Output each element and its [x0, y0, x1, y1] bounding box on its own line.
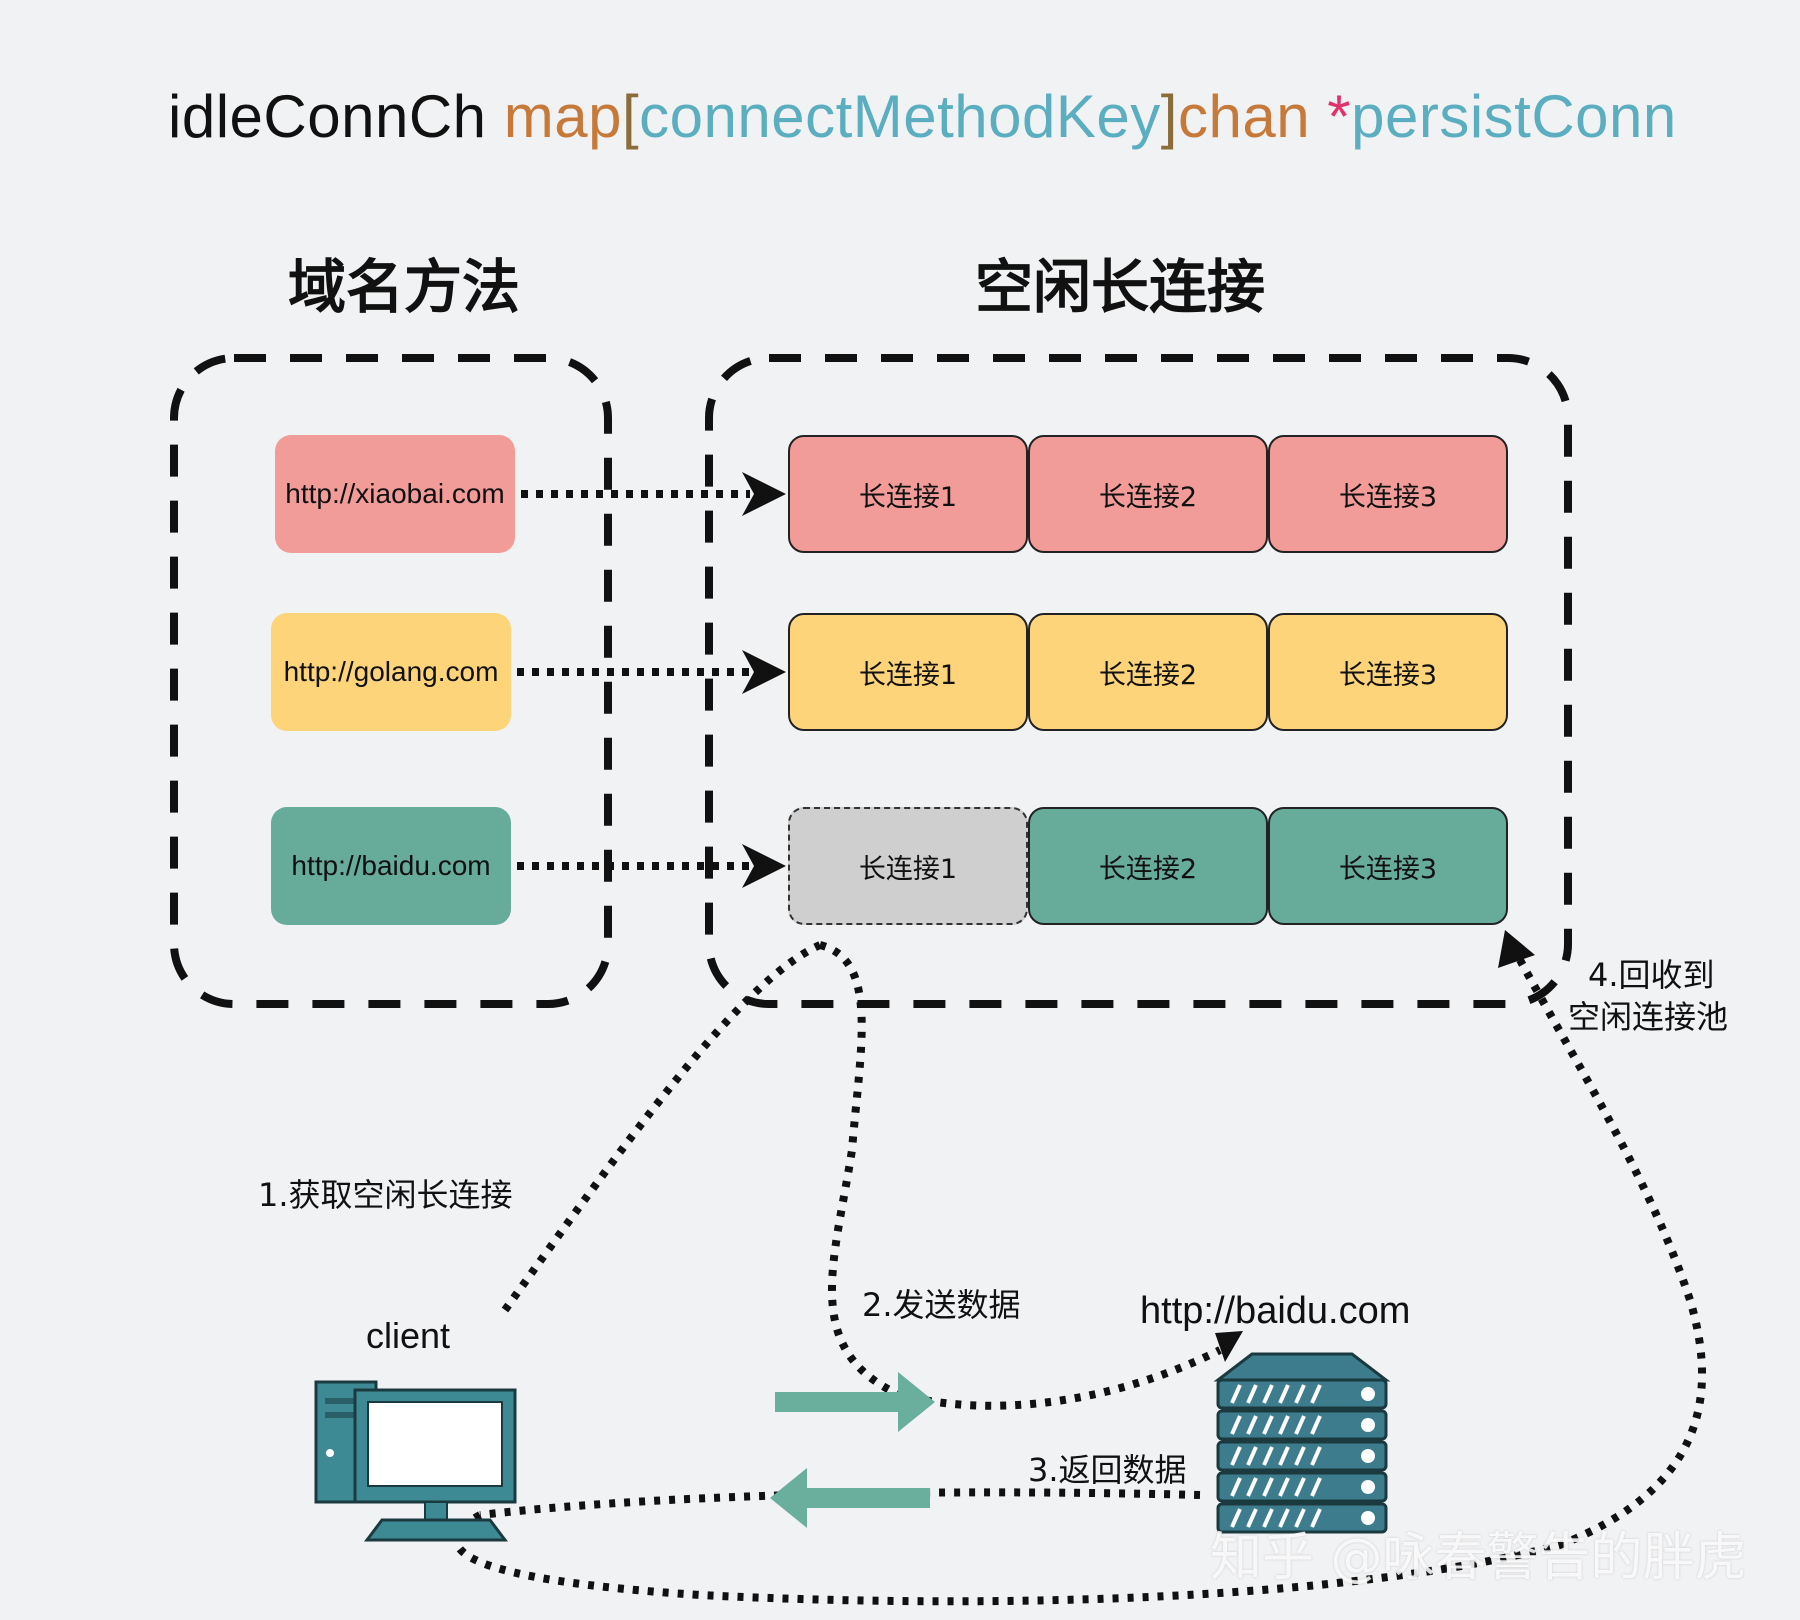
heading-domain-method: 域名方法 — [288, 253, 521, 321]
connection-box: 长连接3 — [1268, 613, 1508, 731]
row-arrowhead — [742, 472, 786, 516]
connection-box: 长连接2 — [1028, 435, 1268, 553]
domain-box: http://xiaobai.com — [275, 435, 515, 553]
idle-conn-container — [705, 354, 1572, 1008]
server-icon — [1213, 1352, 1391, 1534]
domain-box: http://golang.com — [271, 613, 511, 731]
step2-label: 2.发送数据 — [862, 1286, 1021, 1324]
step4-label-line1: 4.回收到 — [1588, 956, 1715, 994]
connection-box: 长连接1 — [788, 807, 1028, 925]
step3-path — [479, 1488, 1201, 1519]
server-unit — [1216, 1502, 1388, 1534]
send-arrow — [775, 1372, 935, 1432]
step2-path — [818, 941, 1222, 1410]
connection-box: 长连接3 — [1268, 807, 1508, 925]
step4-arrowhead — [1498, 930, 1535, 968]
return-arrow — [770, 1468, 930, 1528]
heading-idle-connections: 空闲长连接 — [975, 253, 1266, 321]
server-label: http://baidu.com — [1140, 1290, 1411, 1332]
connection-box: 长连接2 — [1028, 613, 1268, 731]
connection-box: 长连接1 — [788, 613, 1028, 731]
domain-method-container — [170, 354, 612, 1008]
title-segment: [ — [621, 83, 640, 150]
watermark: 知乎 @咏春警告的胖虎 — [1210, 1528, 1747, 1588]
title-segment: chan — [1177, 83, 1328, 150]
step4-path — [452, 958, 1707, 1606]
step3-label: 3.返回数据 — [1028, 1451, 1187, 1489]
row-arrowhead — [742, 844, 786, 888]
step2-arrowhead — [1215, 1331, 1243, 1362]
step1-label: 1.获取空闲长连接 — [258, 1176, 513, 1214]
server-unit — [1216, 1378, 1388, 1410]
title-segment: map — [503, 83, 622, 150]
server-unit — [1216, 1440, 1388, 1472]
server-unit — [1216, 1471, 1388, 1503]
title-segment: * — [1327, 83, 1352, 150]
connection-box: 长连接2 — [1028, 807, 1268, 925]
connection-box: 长连接3 — [1268, 435, 1508, 553]
step4-label-line2: 空闲连接池 — [1568, 998, 1729, 1036]
client-label: client — [366, 1315, 451, 1356]
row-arrowhead — [742, 650, 786, 694]
title-segment: persistConn — [1351, 83, 1677, 150]
server-unit — [1216, 1409, 1388, 1441]
domain-box: http://baidu.com — [271, 807, 511, 925]
connection-box: 长连接1 — [788, 435, 1028, 553]
title-segment: idleConnCh — [168, 83, 504, 150]
step1-path — [501, 941, 822, 1313]
title-segment: connectMethodKey — [639, 83, 1161, 150]
title-segment: ] — [1160, 83, 1178, 150]
diagram-title: idleConnCh map[connectMethodKey]chan *pe… — [168, 82, 1677, 151]
computer-icon — [314, 1380, 517, 1542]
